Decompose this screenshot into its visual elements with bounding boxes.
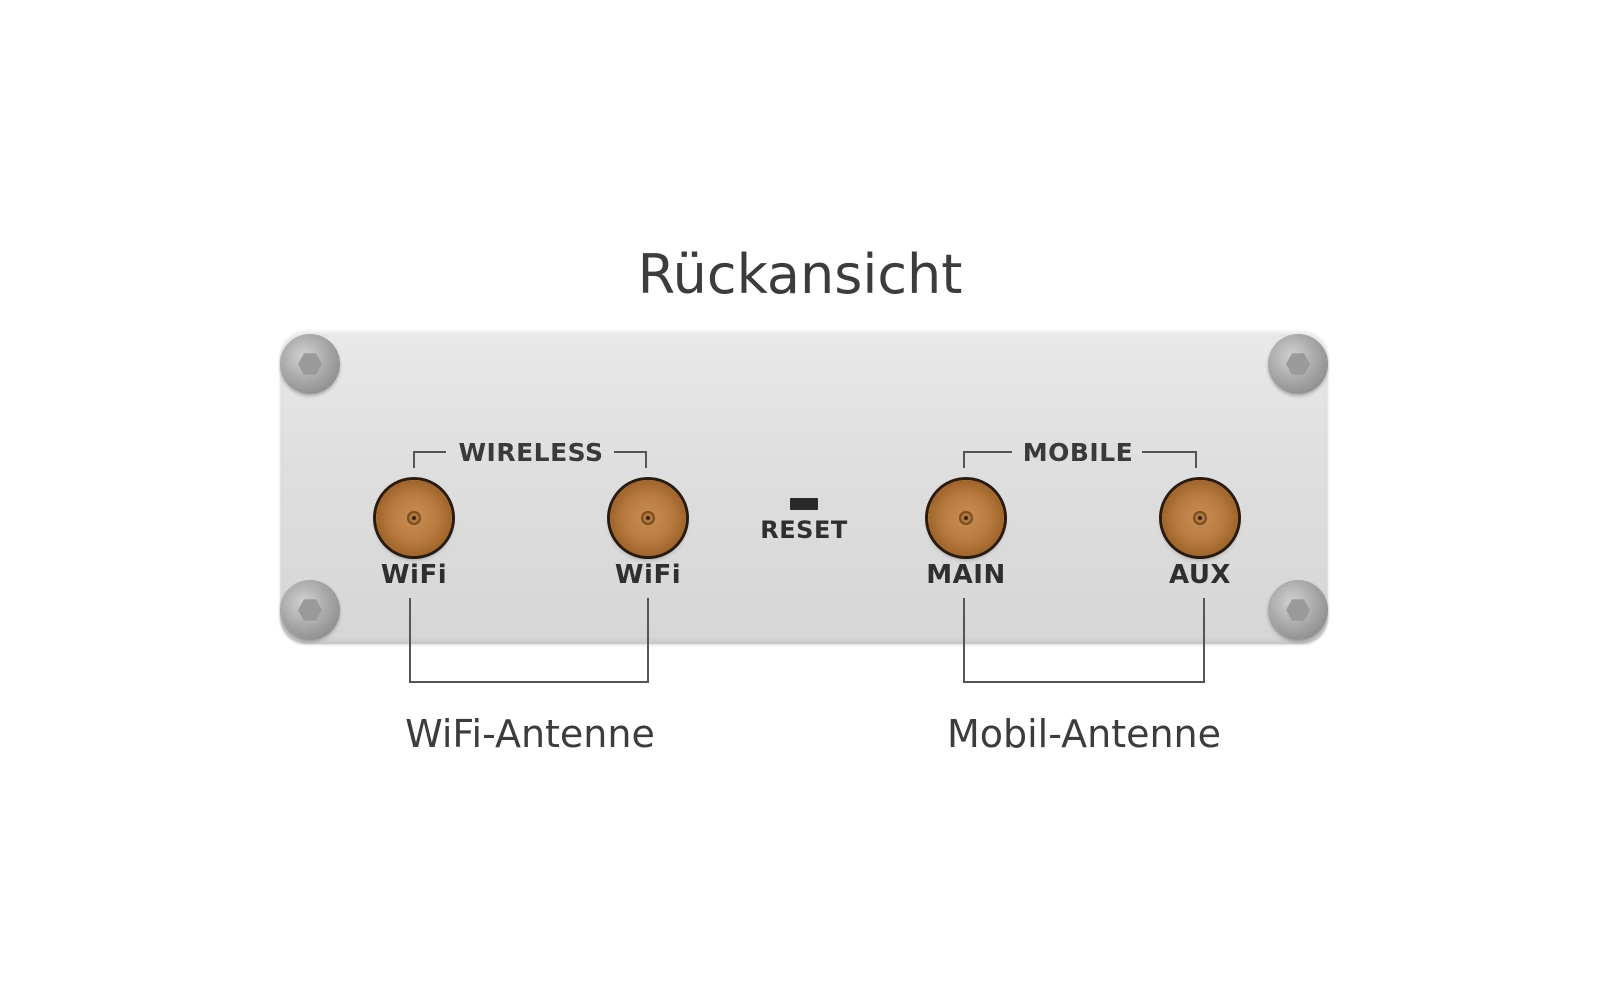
port-label-main: MAIN xyxy=(926,560,1006,590)
screw-top-right-icon xyxy=(1268,334,1328,394)
port-label-aux: AUX xyxy=(1169,560,1231,590)
screw-bottom-right-icon xyxy=(1268,580,1328,640)
reset-label: RESET xyxy=(760,516,848,544)
port-label-wifi-1: WiFi xyxy=(380,560,448,590)
device-rear-panel xyxy=(280,330,1328,644)
group-label-mobile: MOBILE xyxy=(1022,438,1134,467)
caption-wifi-antenna: WiFi-Antenne xyxy=(405,712,655,756)
wifi-connector-1-icon xyxy=(376,480,452,556)
main-connector-icon xyxy=(928,480,1004,556)
wifi-connector-2-icon xyxy=(610,480,686,556)
reset-button xyxy=(790,498,818,510)
page-title: Rückansicht xyxy=(637,243,963,306)
port-label-wifi-2: WiFi xyxy=(614,560,682,590)
screw-top-left-icon xyxy=(280,334,340,394)
aux-connector-icon xyxy=(1162,480,1238,556)
screw-bottom-left-icon xyxy=(280,580,340,640)
caption-mobile-antenna: Mobil-Antenne xyxy=(946,712,1222,756)
group-label-wireless: WIRELESS xyxy=(458,438,604,467)
